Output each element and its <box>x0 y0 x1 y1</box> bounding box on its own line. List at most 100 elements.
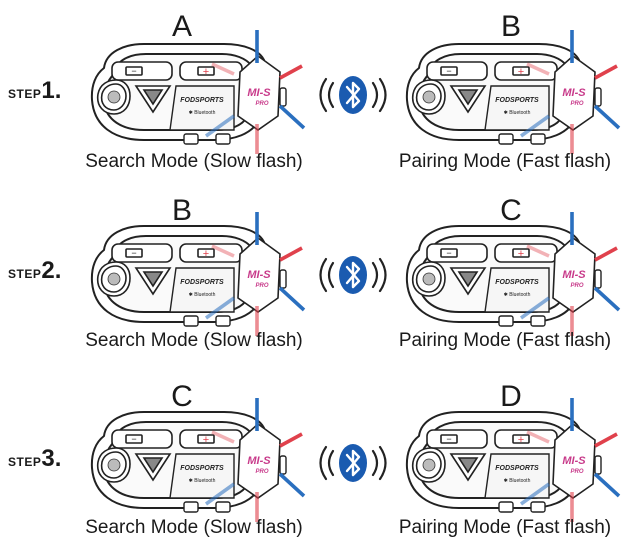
device-label-right: C <box>500 194 522 227</box>
button-bar <box>111 429 243 449</box>
model-logo: MI-S <box>562 455 586 467</box>
phone-icon <box>422 90 436 104</box>
model-sub-logo: PRO <box>570 101 583 107</box>
side-button <box>279 455 287 475</box>
model-logo: MI-S <box>562 269 586 281</box>
mount-clip <box>498 315 546 327</box>
button-bar <box>426 429 558 449</box>
flash-red-lines <box>526 430 618 522</box>
minus-button-icon: − <box>446 248 451 258</box>
center-panel <box>484 85 550 131</box>
side-button <box>279 269 287 289</box>
plus-button-icon: + <box>203 434 209 446</box>
flash-red-lines <box>211 244 303 336</box>
flash-blue-lines <box>204 212 306 320</box>
step-word: STEP <box>8 267 42 281</box>
signal-waves-icon <box>319 77 387 113</box>
model-sub-logo: PRO <box>255 283 268 289</box>
minus-button-icon: − <box>131 66 136 76</box>
model-sub-logo: PRO <box>570 469 583 475</box>
device-label-right: D <box>500 380 522 413</box>
brand-logo: FODSPORTS <box>495 279 539 286</box>
bluetooth-connection-icon <box>319 256 387 294</box>
plus-button-icon: + <box>518 434 524 446</box>
bluetooth-connection-icon <box>319 444 387 482</box>
device-label-left: C <box>171 380 193 413</box>
step-label: STEP1. <box>8 79 61 103</box>
step-1-row: A B STEP1. − + FODSPORTS ✱ Bluetooth MI-… <box>0 0 637 186</box>
flash-blue-lines <box>519 212 621 320</box>
pairing-mode-caption: Pairing Mode (Fast flash) <box>398 517 612 538</box>
mount-clip <box>498 133 546 145</box>
mode-triangle <box>449 267 487 296</box>
pairing-mode-caption: Pairing Mode (Fast flash) <box>398 330 612 351</box>
side-button <box>594 87 602 107</box>
pairing-mode-caption: Pairing Mode (Fast flash) <box>398 151 612 172</box>
model-logo: MI-S <box>562 87 586 99</box>
plus-button-icon: + <box>518 66 524 78</box>
phone-icon <box>422 458 436 472</box>
mount-clip <box>183 133 231 145</box>
bluetooth-logo: ✱ Bluetooth <box>504 110 531 116</box>
search-mode-caption: Search Mode (Slow flash) <box>85 330 303 351</box>
phone-icon <box>107 458 121 472</box>
bluetooth-logo: ✱ Bluetooth <box>189 292 216 298</box>
plus-button-icon: + <box>203 66 209 78</box>
search-mode-caption: Search Mode (Slow flash) <box>85 517 303 538</box>
center-panel <box>169 85 235 131</box>
flash-blue-lines <box>519 30 621 138</box>
side-button <box>279 87 287 107</box>
bluetooth-logo: ✱ Bluetooth <box>504 292 531 298</box>
bluetooth-logo: ✱ Bluetooth <box>189 110 216 116</box>
mode-triangle <box>134 267 172 296</box>
device-label-left: B <box>171 194 193 227</box>
device-label-left: A <box>171 10 193 43</box>
intercom-device-left: − + FODSPORTS ✱ Bluetooth MI-S PRO <box>90 398 306 522</box>
center-panel <box>484 453 550 499</box>
intercom-device-right: − + FODSPORTS ✱ Bluetooth MI-S PRO <box>405 30 621 154</box>
flash-red-lines <box>526 244 618 336</box>
mount-clip <box>498 501 546 513</box>
minus-button-icon: − <box>131 248 136 258</box>
phone-icon <box>107 272 121 286</box>
flash-blue-lines <box>519 398 621 506</box>
bluetooth-logo: ✱ Bluetooth <box>189 478 216 484</box>
signal-waves-icon <box>319 257 387 293</box>
bluetooth-logo: ✱ Bluetooth <box>504 478 531 484</box>
button-bar <box>111 243 243 263</box>
button-bar <box>426 61 558 81</box>
flash-blue-lines <box>204 30 306 138</box>
brand-logo: FODSPORTS <box>180 97 224 104</box>
model-logo: MI-S <box>247 455 271 467</box>
brand-logo: FODSPORTS <box>180 279 224 286</box>
button-bar <box>111 61 243 81</box>
intercom-device-left: − + FODSPORTS ✱ Bluetooth MI-S PRO <box>90 30 306 154</box>
step-number: 3. <box>41 445 62 472</box>
bluetooth-icon <box>339 76 367 114</box>
side-button <box>594 269 602 289</box>
bluetooth-connection-icon <box>319 76 387 114</box>
flash-red-lines <box>211 62 303 154</box>
phone-icon <box>107 90 121 104</box>
mode-triangle <box>134 453 172 482</box>
bluetooth-icon <box>339 444 367 482</box>
plus-button-icon: + <box>203 248 209 260</box>
bluetooth-icon <box>339 256 367 294</box>
brand-logo: FODSPORTS <box>495 465 539 472</box>
mode-triangle <box>449 453 487 482</box>
model-logo: MI-S <box>247 87 271 99</box>
mount-clip <box>183 501 231 513</box>
mount-clip <box>183 315 231 327</box>
model-logo: MI-S <box>247 269 271 281</box>
side-button <box>594 455 602 475</box>
brand-logo: FODSPORTS <box>180 465 224 472</box>
plus-button-icon: + <box>518 248 524 260</box>
intercom-device-left: − + FODSPORTS ✱ Bluetooth MI-S PRO <box>90 212 306 336</box>
signal-waves-icon <box>319 445 387 481</box>
step-3-row: C D STEP3. − + FODSPORTS ✱ Bluetooth MI-… <box>0 372 637 558</box>
step-number: 1. <box>41 77 62 104</box>
minus-button-icon: − <box>446 434 451 444</box>
center-panel <box>169 453 235 499</box>
intercom-device-right: − + FODSPORTS ✱ Bluetooth MI-S PRO <box>405 212 621 336</box>
step-word: STEP <box>8 87 42 101</box>
